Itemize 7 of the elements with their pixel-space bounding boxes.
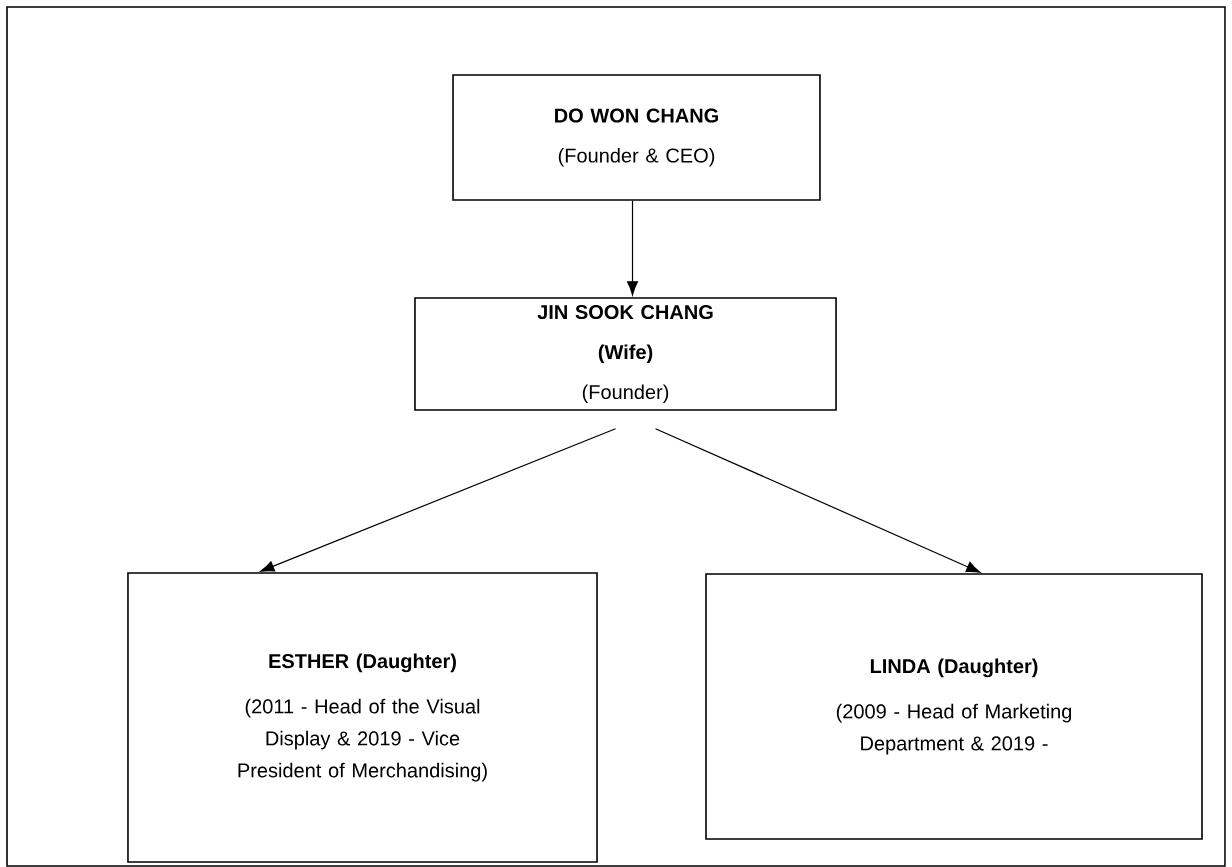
- person-box: LINDA (Daughter) (2009 - Head of Marketing Department & 2019 -: [705, 573, 1203, 840]
- arrow: [626, 200, 639, 296]
- arrow: [654, 428, 981, 573]
- person-box: JIN SOOK CHANG (Wife) (Founder): [414, 297, 837, 411]
- arrow: [260, 428, 617, 572]
- person-box: DO WON CHANG (Founder & CEO): [452, 74, 821, 201]
- person-box: ESTHER (Daughter) (2011 - Head of the Visual Display & 2019 - Vice President of Merchandising): [127, 572, 598, 863]
